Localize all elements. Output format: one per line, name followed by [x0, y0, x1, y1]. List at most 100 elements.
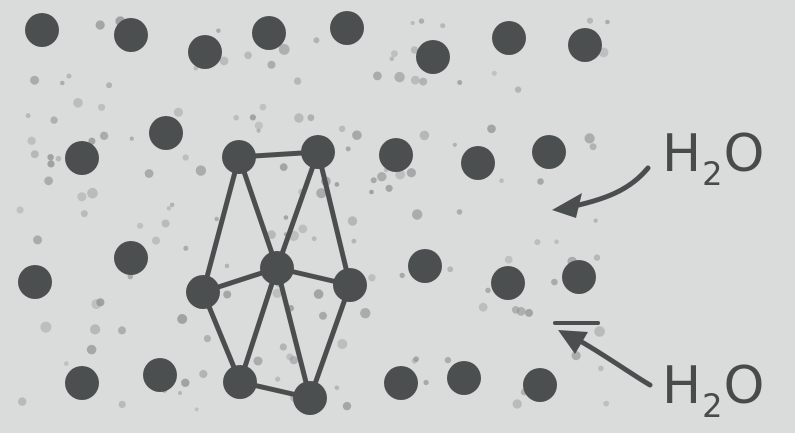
atom: [188, 35, 222, 69]
small-dot: [233, 115, 239, 121]
small-dot: [352, 130, 362, 140]
atom: [416, 40, 450, 74]
small-dot: [255, 122, 263, 130]
atom: [491, 266, 525, 300]
bond-line: [318, 152, 350, 285]
small-dot: [286, 353, 293, 360]
small-dot: [87, 345, 97, 355]
small-dot: [40, 322, 51, 333]
bond-line: [239, 157, 277, 268]
small-dot: [137, 223, 143, 229]
small-dot: [551, 279, 558, 286]
small-dot: [47, 154, 53, 160]
small-dot: [394, 72, 404, 82]
small-dot: [44, 176, 53, 185]
small-dot: [447, 266, 453, 272]
small-dot: [352, 239, 357, 244]
small-dot: [177, 314, 187, 324]
small-dot: [106, 82, 112, 88]
small-dot: [118, 326, 126, 334]
small-dot: [96, 20, 105, 29]
small-dot: [152, 237, 160, 245]
small-dot: [319, 312, 327, 320]
atom: [523, 368, 557, 402]
small-dot: [499, 178, 504, 183]
small-dot: [594, 254, 600, 260]
small-dot: [485, 288, 490, 293]
lattice-atom: [260, 251, 294, 285]
small-dot: [73, 98, 83, 108]
small-dot: [537, 178, 544, 185]
atom: [114, 241, 148, 275]
small-dot: [18, 397, 26, 405]
atom: [447, 361, 481, 395]
water-label-bottom: H2O: [662, 360, 765, 422]
lattice-atom: [223, 365, 257, 399]
small-dot: [603, 401, 609, 407]
small-dot: [412, 209, 422, 219]
small-dot: [81, 210, 88, 217]
small-dot: [585, 133, 595, 143]
small-dot: [348, 216, 357, 225]
small-dot: [254, 357, 263, 366]
small-dot: [386, 185, 393, 192]
small-dot: [598, 366, 604, 372]
small-dot: [294, 77, 301, 84]
atom: [65, 141, 99, 175]
small-dot: [284, 215, 289, 220]
small-dot: [369, 190, 374, 195]
small-dot: [183, 246, 188, 251]
small-dot: [27, 137, 35, 145]
small-dot: [400, 273, 405, 278]
small-dot: [360, 308, 370, 318]
small-dot: [313, 37, 319, 43]
small-dot: [457, 209, 463, 215]
small-dot: [195, 407, 199, 411]
small-dot: [407, 168, 416, 177]
small-dot: [590, 143, 597, 150]
small-dot: [445, 357, 451, 363]
small-dot: [119, 401, 126, 408]
atom: [330, 11, 364, 45]
small-dot: [60, 81, 65, 86]
small-dot: [312, 236, 317, 241]
small-dot: [308, 114, 315, 121]
small-dot: [280, 343, 287, 350]
small-dot: [174, 108, 183, 117]
small-dot: [457, 80, 462, 85]
atom: [384, 366, 418, 400]
atom: [562, 260, 596, 294]
small-dot: [587, 18, 593, 24]
small-dot: [453, 143, 457, 147]
small-dot: [515, 86, 521, 92]
small-dot: [419, 18, 424, 23]
small-dot: [572, 351, 581, 360]
small-dot: [479, 303, 488, 312]
atom: [408, 249, 442, 283]
small-dot: [214, 217, 219, 222]
small-dot: [534, 239, 540, 245]
small-dot: [183, 154, 189, 160]
atom: [18, 265, 52, 299]
small-dot: [280, 163, 288, 171]
small-dot: [594, 219, 598, 223]
small-dot: [268, 61, 276, 69]
small-dot: [170, 203, 175, 208]
atom: [532, 135, 566, 169]
small-dot: [167, 206, 171, 210]
arrow-top-head: [552, 193, 582, 218]
small-dot: [275, 377, 280, 382]
small-dots-layer: [17, 16, 610, 411]
small-dot: [178, 391, 182, 395]
small-dot: [216, 29, 220, 33]
small-dot: [594, 326, 605, 337]
small-dot: [56, 156, 62, 162]
small-dot: [17, 206, 24, 213]
small-dot: [204, 335, 211, 342]
small-dot: [244, 52, 252, 60]
small-dot: [554, 239, 559, 244]
small-dot: [411, 76, 420, 85]
small-dot: [377, 172, 386, 181]
atom: [492, 21, 526, 55]
